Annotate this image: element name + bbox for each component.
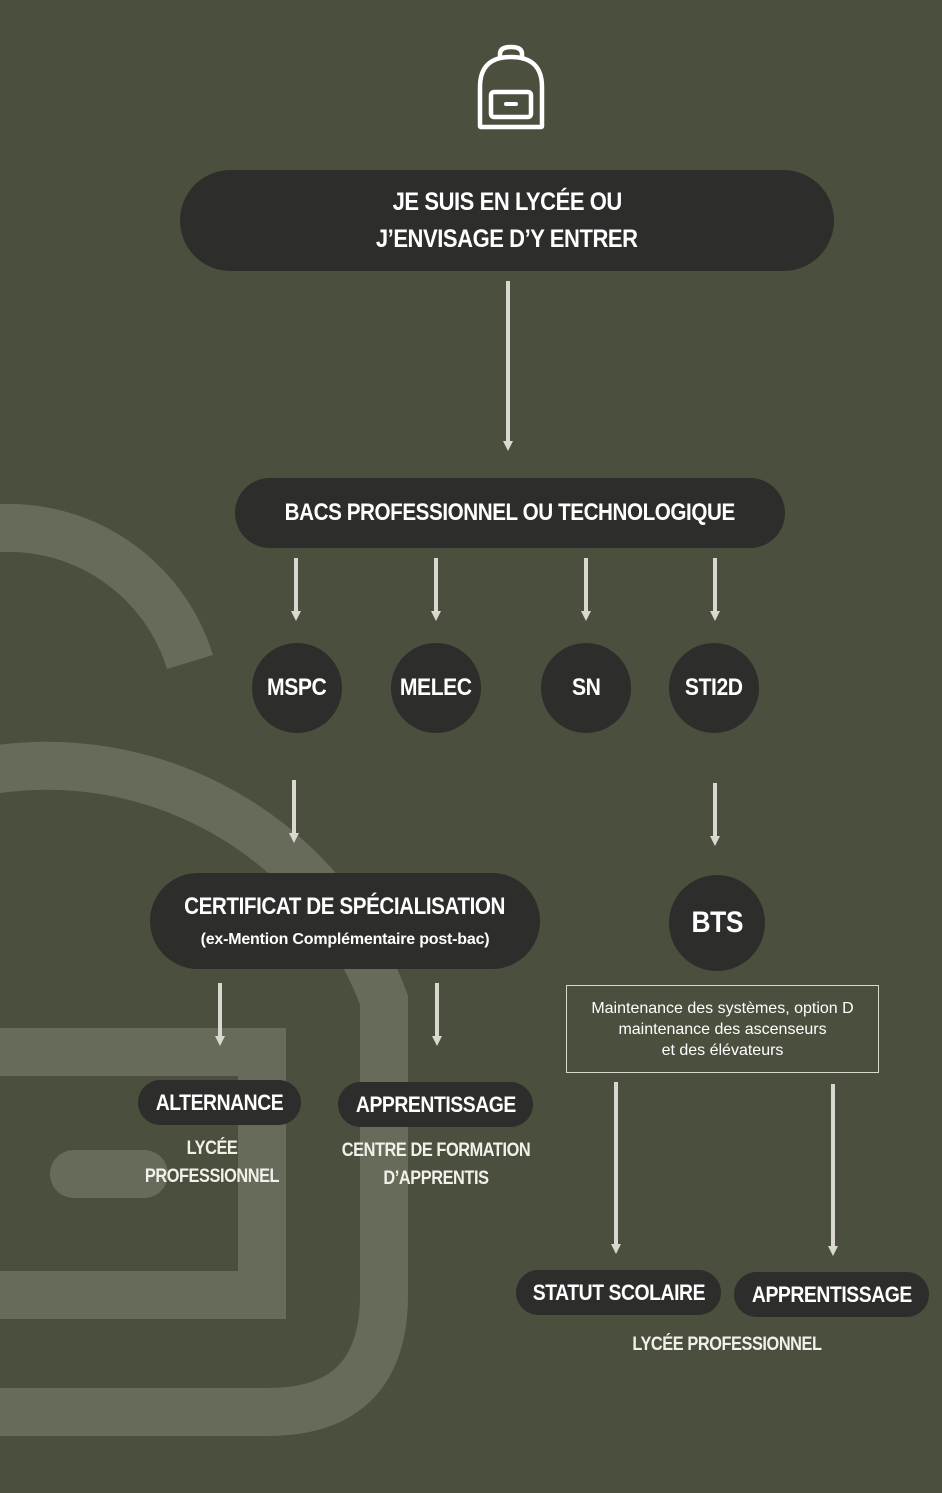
sn-node-label: SN [571, 674, 601, 701]
bacs-node-label: BACS PROFESSIONNEL OU TECHNOLOGIQUE [284, 499, 736, 526]
alternance-caption-line2: PROFESSIONNEL [144, 1166, 280, 1187]
apprentissage-left-caption-line1: CENTRE DE FORMATION [341, 1140, 531, 1161]
bottom-caption-text: LYCÉE PROFESSIONNEL [632, 1334, 822, 1355]
bts-detail-line3: et des élévateurs [661, 1041, 784, 1059]
melec-node: MELEC [391, 643, 481, 733]
sn-node: SN [541, 643, 631, 733]
apprentissage-left-caption-line2: D’APPRENTIS [383, 1168, 489, 1189]
bts-detail-line2: maintenance des ascenseurs [618, 1020, 827, 1038]
sti2d-node-label: STI2D [685, 674, 743, 701]
apprentissage-left-node: APPRENTISSAGE [338, 1082, 533, 1127]
certificat-node-title: CERTIFICAT DE SPÉCIALISATION [184, 893, 506, 920]
apprentissage-right-node: APPRENTISSAGE [734, 1272, 929, 1317]
statut-scolaire-node-label: STATUT SCOLAIRE [532, 1279, 705, 1305]
alternance-node-label: ALTERNANCE [155, 1089, 284, 1115]
start-node-line2: J’ENVISAGE D’Y ENTRER [376, 224, 638, 253]
apprentissage-right-node-label: APPRENTISSAGE [751, 1281, 912, 1307]
apprentissage-left-node-label: APPRENTISSAGE [355, 1091, 516, 1117]
alternance-caption-line1: LYCÉE [186, 1138, 238, 1159]
certificat-node: CERTIFICAT DE SPÉCIALISATION (ex-Mention… [150, 873, 540, 969]
statut-scolaire-node: STATUT SCOLAIRE [516, 1270, 721, 1315]
mspc-node: MSPC [252, 643, 342, 733]
apprentissage-left-caption: CENTRE DE FORMATION D’APPRENTIS [333, 1137, 539, 1193]
bts-detail-line1: Maintenance des systèmes, option D [591, 999, 854, 1017]
sti2d-node: STI2D [669, 643, 759, 733]
bts-node-label: BTS [691, 906, 743, 939]
alternance-node: ALTERNANCE [138, 1080, 301, 1125]
start-node: JE SUIS EN LYCÉE OU J’ENVISAGE D’Y ENTRE… [180, 170, 834, 271]
bts-node: BTS [669, 875, 765, 971]
melec-node-label: MELEC [400, 674, 472, 701]
bacs-node: BACS PROFESSIONNEL OU TECHNOLOGIQUE [235, 478, 785, 548]
alternance-caption: LYCÉE PROFESSIONNEL [126, 1135, 298, 1191]
bottom-caption: LYCÉE PROFESSIONNEL [598, 1331, 856, 1359]
start-node-line1: JE SUIS EN LYCÉE OU [392, 187, 622, 216]
backpack-icon [477, 44, 545, 130]
certificat-node-subtitle: (ex-Mention Complémentaire post-bac) [200, 931, 490, 948]
bts-detail-box: Maintenance des systèmes, option D maint… [566, 985, 879, 1073]
mspc-node-label: MSPC [267, 674, 327, 701]
